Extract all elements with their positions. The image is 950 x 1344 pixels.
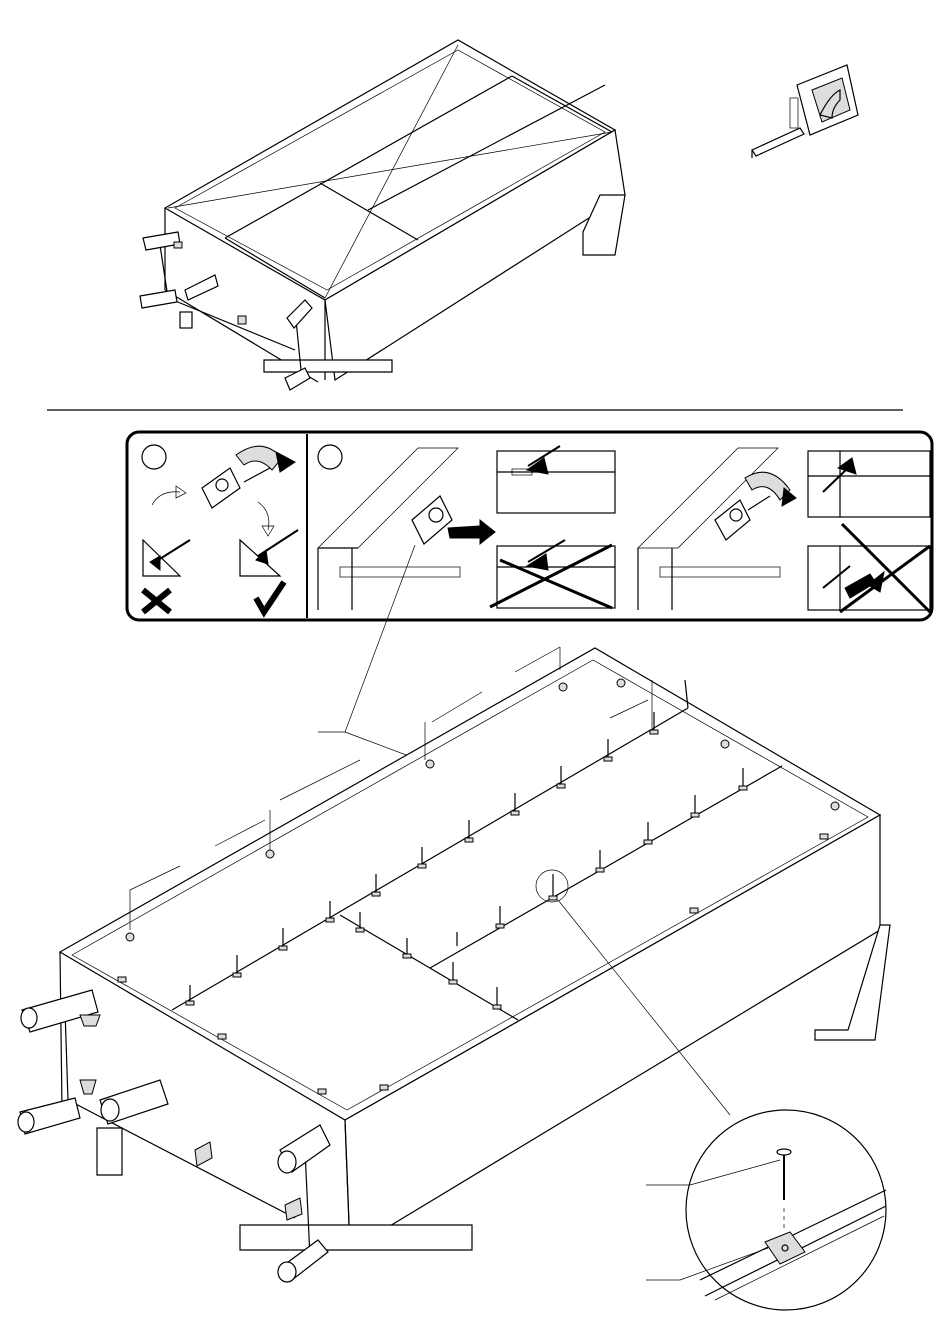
step1-cabinet-diagram xyxy=(140,40,625,390)
step2-cabinet-diagram xyxy=(18,545,890,1282)
tape-measure-icon xyxy=(752,65,858,158)
instruction-panel xyxy=(127,432,932,620)
